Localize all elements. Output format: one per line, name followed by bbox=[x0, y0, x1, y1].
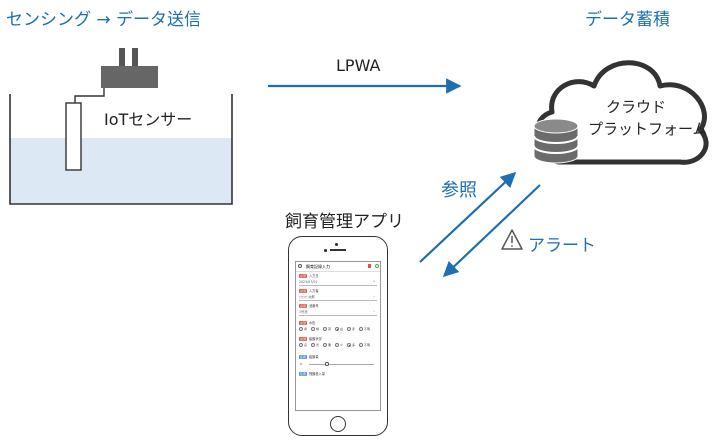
required-tag: 必須 bbox=[299, 304, 308, 308]
radio-label: 赤 bbox=[352, 327, 356, 331]
radio-option[interactable] bbox=[347, 327, 351, 331]
slider-value: 0 bbox=[300, 362, 302, 366]
cloud-label-line2: プラットフォーム bbox=[588, 120, 708, 138]
tank-outline bbox=[9, 94, 233, 205]
field-label-feeding: 給餌状況 bbox=[309, 337, 322, 341]
field-label-date: 入力日 bbox=[309, 274, 319, 278]
field-label-recorder: 入力者 bbox=[309, 289, 319, 293]
pond-value: 1号池 bbox=[299, 310, 308, 314]
date-value: 2023/07/01 bbox=[299, 280, 318, 284]
calendar-icon: ▫ bbox=[373, 279, 376, 283]
check-icon[interactable] bbox=[375, 264, 379, 268]
radio-label: 白 bbox=[340, 327, 344, 331]
alert-arrow bbox=[442, 184, 541, 278]
reference-label: 参照 bbox=[441, 180, 477, 201]
radio-label: 普 bbox=[316, 343, 320, 347]
radio-label: 不明 bbox=[364, 327, 371, 331]
water-color-radios: 青 緑 茶 白 赤 不明 bbox=[299, 326, 379, 332]
recorder-value: ○○○ 太郎 bbox=[299, 295, 315, 299]
radio-option[interactable] bbox=[311, 343, 315, 347]
recorder-select[interactable]: ○○○ 太郎 ⌄ bbox=[299, 294, 377, 301]
chevron-down-icon: ⌄ bbox=[373, 294, 376, 298]
warning-triangle-icon bbox=[501, 229, 523, 250]
phone-speaker bbox=[330, 249, 346, 251]
slider-track[interactable] bbox=[309, 363, 374, 365]
home-button[interactable] bbox=[330, 416, 346, 432]
field-label-water-color: 水色 bbox=[309, 321, 316, 325]
radio-label: 少 bbox=[340, 343, 344, 347]
feed-amount-slider[interactable]: 0 bbox=[299, 361, 379, 367]
radio-option[interactable] bbox=[323, 343, 327, 347]
optional-tag: 任意 bbox=[299, 372, 308, 376]
date-input[interactable]: 2023/07/01 ▫ bbox=[299, 279, 377, 286]
back-icon[interactable] bbox=[298, 264, 302, 268]
radio-label: 不明 bbox=[364, 343, 371, 347]
iot-sensor-label: IoTセンサー bbox=[104, 110, 193, 129]
smartphone-icon: 飼育記録入力 必須 入力日 2023/07/01 ▫ 必須 入力者 ○○○ 太郎 ⌄… bbox=[288, 236, 388, 436]
radio-option[interactable] bbox=[359, 327, 363, 331]
required-tag: 必須 bbox=[299, 274, 308, 278]
field-label-feed-amount: 給餌量 bbox=[309, 355, 319, 359]
feeding-radios: 良 普 悪 少 多 不明 bbox=[299, 342, 379, 348]
required-tag: 必須 bbox=[299, 337, 308, 341]
required-tag: 必須 bbox=[299, 289, 308, 293]
alert-label: アラート bbox=[528, 236, 596, 256]
radio-option[interactable] bbox=[299, 343, 303, 347]
app-header-title: 飼育記録入力 bbox=[306, 264, 330, 269]
radio-label: 良 bbox=[304, 343, 308, 347]
sensor-icon bbox=[65, 48, 158, 171]
sensing-title: センシング → データ送信 bbox=[6, 10, 202, 30]
cloud-label-line1: クラウド bbox=[606, 98, 667, 116]
app-title-label: 飼育管理アプリ bbox=[285, 212, 404, 232]
radio-option[interactable] bbox=[359, 343, 363, 347]
radio-label: 青 bbox=[304, 327, 308, 331]
radio-option[interactable] bbox=[335, 343, 339, 347]
field-label-pond: 池番号 bbox=[309, 304, 319, 308]
chevron-down-icon: ⌄ bbox=[373, 309, 376, 313]
lpwa-label: LPWA bbox=[336, 56, 381, 75]
pond-select[interactable]: 1号池 ⌄ bbox=[299, 309, 377, 316]
field-label-leftover-feed: 残餌投入量 bbox=[309, 372, 325, 376]
radio-option-selected[interactable] bbox=[347, 343, 351, 347]
phone-sensor-dot bbox=[324, 249, 327, 252]
radio-option[interactable] bbox=[311, 327, 315, 331]
water-tank bbox=[9, 94, 233, 205]
radio-label: 悪 bbox=[328, 343, 332, 347]
data-store-title: データ蓄積 bbox=[585, 10, 670, 30]
cloud-icon bbox=[535, 60, 709, 165]
phone-screen: 飼育記録入力 必須 入力日 2023/07/01 ▫ 必須 入力者 ○○○ 太郎 ⌄… bbox=[295, 261, 381, 411]
optional-tag: 任意 bbox=[299, 355, 308, 359]
slider-knob[interactable] bbox=[325, 362, 329, 366]
phone-camera bbox=[335, 243, 338, 246]
reference-arrow bbox=[419, 171, 517, 263]
radio-label: 多 bbox=[352, 343, 356, 347]
database-icon bbox=[533, 118, 579, 164]
required-tag: 必須 bbox=[299, 321, 308, 325]
radio-option-selected[interactable] bbox=[335, 327, 339, 331]
radio-option[interactable] bbox=[323, 327, 327, 331]
radio-label: 緑 bbox=[316, 327, 320, 331]
radio-option[interactable] bbox=[299, 327, 303, 331]
water bbox=[10, 138, 232, 204]
radio-label: 茶 bbox=[328, 327, 332, 331]
app-header: 飼育記録入力 bbox=[296, 262, 380, 272]
trash-icon[interactable] bbox=[368, 264, 371, 268]
